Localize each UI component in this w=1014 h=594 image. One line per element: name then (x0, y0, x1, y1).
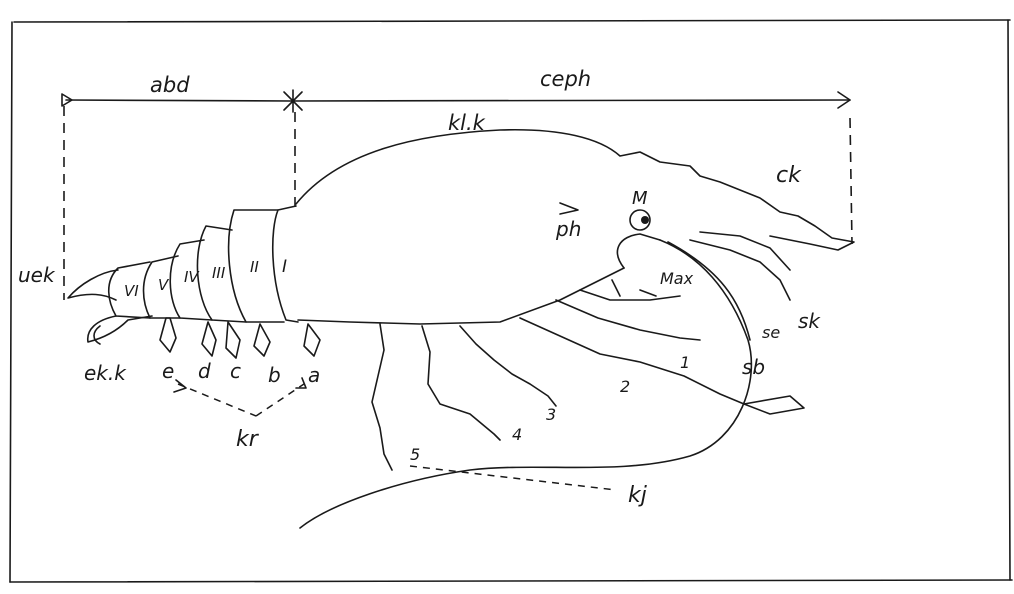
label-abd: abd (150, 73, 190, 97)
leg-3 (460, 326, 556, 406)
label-segment-ii: II (250, 258, 259, 276)
pleopod-d (202, 322, 216, 356)
label-leg-3: 3 (546, 405, 556, 424)
label-max: Max (660, 269, 694, 288)
telson-upper (68, 270, 118, 300)
label-pleopod-b: b (268, 363, 281, 387)
pleopod-a (304, 324, 320, 356)
frame (10, 20, 1012, 582)
kj-arrow (410, 466, 616, 490)
label-sk: sk (798, 309, 821, 333)
pleopod-e (160, 318, 176, 352)
label-ek-k: ek.k (84, 361, 127, 385)
label-ceph: ceph (540, 67, 591, 91)
kj-dashed-line (410, 466, 616, 490)
label-ph: ph (555, 217, 581, 241)
kr-arrows (174, 378, 306, 416)
abdomen (68, 206, 298, 344)
label-leg-2: 2 (620, 377, 630, 396)
antennae (300, 232, 790, 528)
kr-arrow-left (178, 384, 256, 416)
label-pleopod-a: a (308, 363, 320, 387)
ph-arrow (560, 203, 578, 214)
antenna-sb (668, 242, 750, 340)
label-kj: kj (628, 483, 648, 508)
pleopod-c (226, 322, 240, 358)
label-segment-vi: VI (124, 282, 139, 300)
label-kl-k: kl.k (448, 111, 486, 135)
leg-2 (520, 318, 744, 404)
label-sb: sb (742, 355, 765, 379)
label-ck: ck (776, 163, 802, 188)
pleopods (160, 318, 320, 358)
label-leg-5: 5 (410, 445, 420, 464)
ceph-arrow-line (292, 100, 850, 101)
labels: abd ceph kl.k ck uek ph M Max se sk sb e… (18, 67, 821, 508)
label-segment-iii: III (212, 264, 226, 282)
label-uek: uek (18, 263, 56, 287)
label-segment-i: I (282, 257, 287, 277)
leg-5 (372, 324, 392, 470)
label-segment-v: V (158, 276, 170, 294)
label-leg-1: 1 (680, 353, 690, 372)
label-segment-iv: IV (184, 268, 200, 286)
abd-arrow-line (66, 100, 292, 101)
maxilliped (580, 290, 680, 300)
label-m: M (632, 188, 648, 209)
leg-2-claw (744, 396, 804, 414)
label-pleopod-d: d (198, 359, 211, 383)
ck-dashed-line (850, 118, 852, 244)
leg-4 (422, 326, 500, 440)
leg-1 (556, 300, 700, 340)
eye-stalk-base (617, 234, 660, 268)
label-leg-4: 4 (512, 425, 522, 444)
label-kr: kr (236, 427, 260, 452)
label-se: se (762, 323, 780, 342)
label-pleopod-e: e (162, 359, 174, 383)
label-pleopod-c: c (230, 359, 241, 383)
eye-pupil (641, 216, 649, 224)
pleopod-b (254, 324, 270, 356)
carapace-underline (298, 268, 624, 324)
